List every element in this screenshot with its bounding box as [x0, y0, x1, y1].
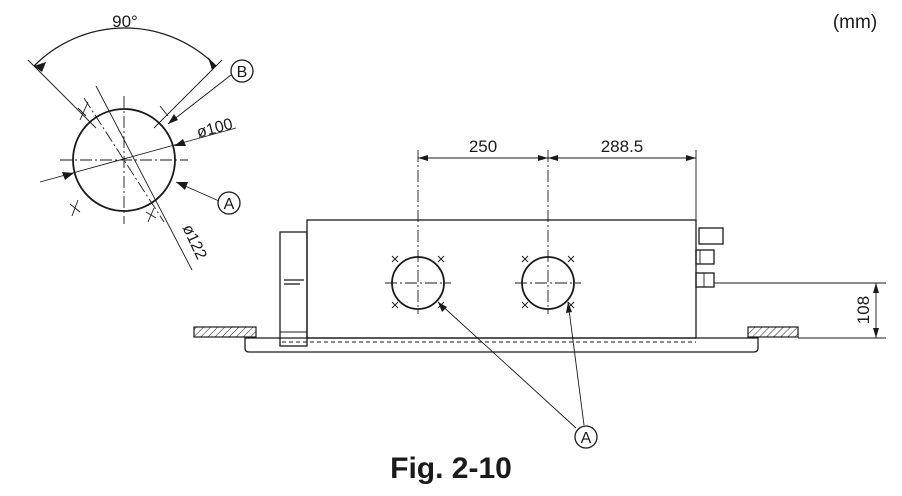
- ceiling-panel: [244, 337, 759, 353]
- callout-a-leader-right: [567, 301, 585, 426]
- callout-b-circle: [230, 59, 254, 83]
- ceiling-left: [193, 326, 257, 338]
- callout-a-label-detail: A: [224, 196, 235, 213]
- callout-b-leader: [167, 74, 232, 125]
- callout-a-label-unit: A: [581, 430, 592, 447]
- diameter-122-leader: [95, 85, 193, 271]
- height-108-label: 108: [854, 296, 873, 324]
- left-bracket: [279, 231, 308, 347]
- angle-extension-right: [153, 59, 223, 129]
- callout-a-circle-unit: [574, 425, 598, 449]
- angle-extension-left: [27, 59, 97, 129]
- callout-a-leader-left: [437, 301, 577, 429]
- diameter-100-arrow-left: [62, 172, 74, 180]
- bolt-hole-marks: [69, 101, 169, 223]
- duct-hole-detail: 90° ø100 ø122 B: [27, 12, 254, 271]
- angle-arrow-right: [208, 57, 216, 70]
- angle-arrow-left: [34, 62, 46, 72]
- drain-pipe: [698, 227, 724, 245]
- figure-caption: Fig. 2-10: [390, 452, 512, 485]
- diagonal-center-line: [83, 97, 165, 223]
- dimension-288-5-label: 288.5: [601, 137, 644, 156]
- dimension-250-label: 250: [469, 137, 497, 156]
- diameter-100-arrow-right: [174, 139, 186, 146]
- callout-a-arrow-detail: [176, 182, 188, 190]
- diameter-122-label: ø122: [179, 222, 210, 262]
- duct-hole-right-bolts: [521, 255, 575, 309]
- unit-body: [306, 219, 697, 339]
- pipe-fitting-upper: [695, 249, 715, 265]
- diameter-100-label: ø100: [195, 116, 235, 142]
- angle-label: 90°: [112, 12, 138, 31]
- ceiling-right: [747, 326, 799, 338]
- unit-label: (mm): [833, 12, 877, 33]
- angle-arc: [33, 27, 217, 67]
- unit-side-view: 250 288.5 108 A: [193, 137, 886, 449]
- callout-b-arrow: [168, 114, 178, 124]
- pipe-fitting-lower: [695, 272, 715, 288]
- callout-a-circle-detail: [217, 191, 241, 215]
- callout-b-label: B: [237, 64, 248, 81]
